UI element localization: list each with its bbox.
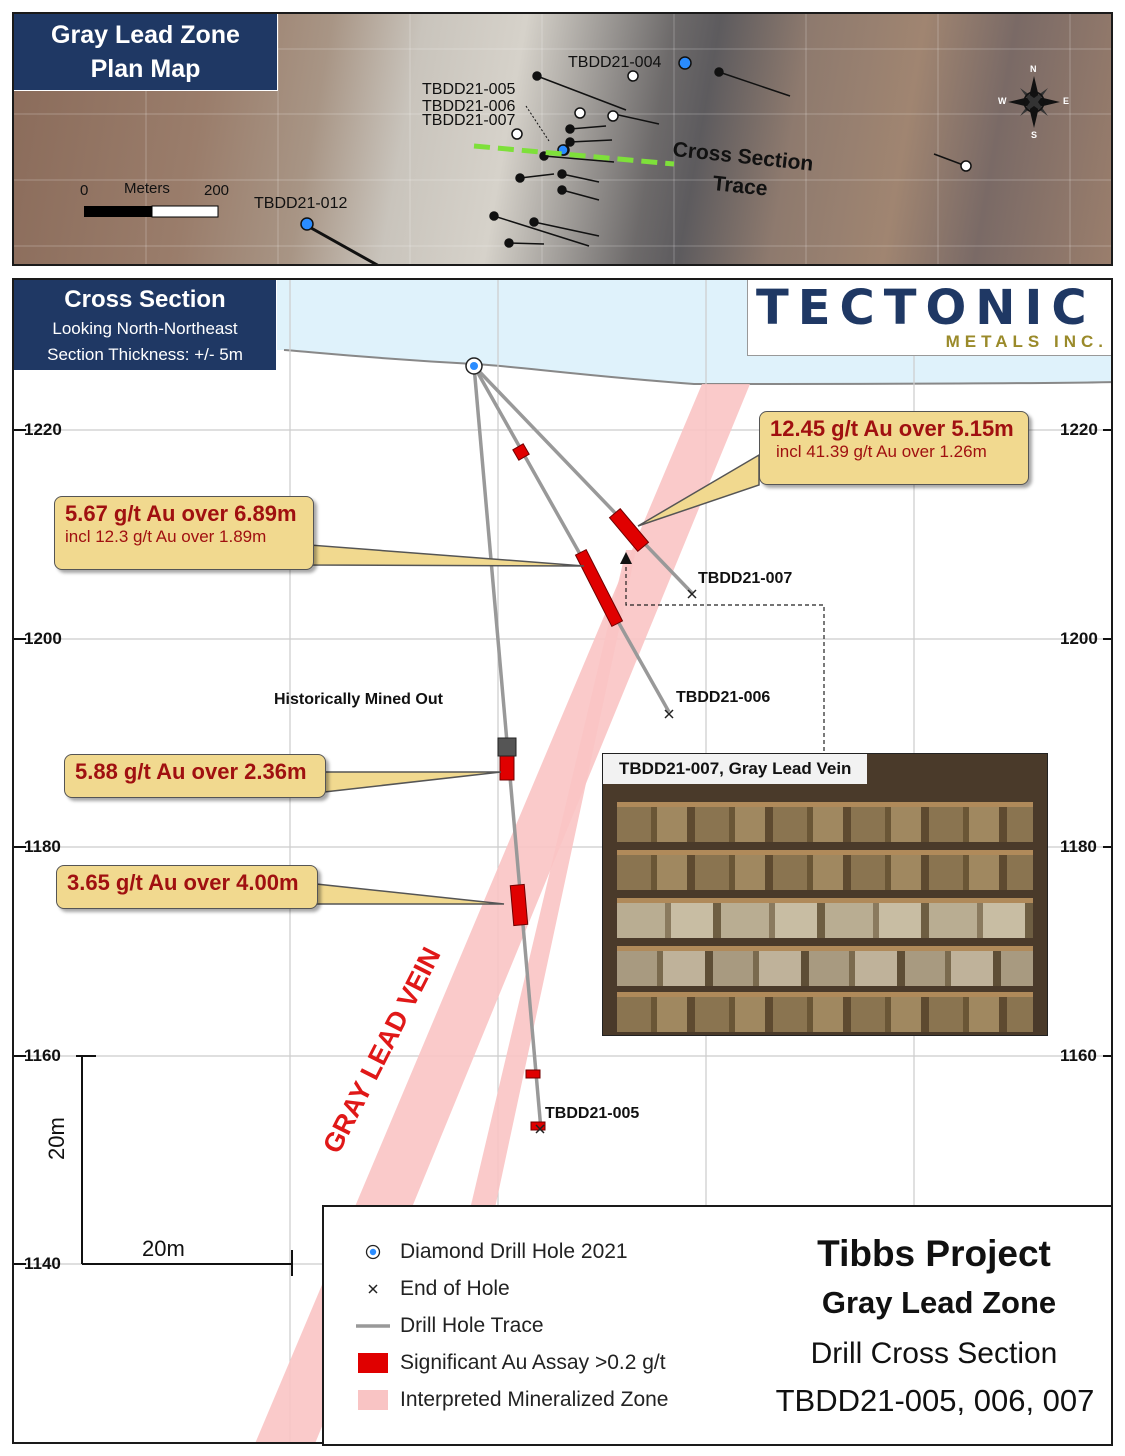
- drill-trace-icon: [354, 1323, 392, 1329]
- scale-zero: 0: [80, 182, 89, 199]
- scale-max: 200: [204, 182, 230, 199]
- zone-icon: [354, 1390, 392, 1410]
- plan-drill-holes: [303, 67, 967, 264]
- legend-item-end-of-hole: End of Hole: [354, 1277, 510, 1301]
- elev-left-1140: 1140: [24, 1254, 61, 1273]
- section-title: Cross Section Looking North-Northeast Se…: [14, 280, 277, 371]
- compass-s: S: [1031, 130, 1038, 140]
- compass-w: W: [998, 96, 1007, 106]
- plan-label-tbdd21-007: TBDD21-007: [422, 112, 516, 129]
- tectonic-logo: TECTONIC METALS INC.: [747, 280, 1111, 356]
- legend-item-assay: Significant Au Assay >0.2 g/t: [354, 1351, 666, 1375]
- mined-out-block: [497, 737, 517, 757]
- scale-vertical-label: 20m: [44, 1117, 69, 1160]
- photo-label: TBDD21-007, Gray Lead Vein: [603, 754, 868, 784]
- legend-item-zone: Interpreted Mineralized Zone: [354, 1388, 668, 1412]
- plan-label-tbdd21-005: TBDD21-005: [422, 81, 516, 98]
- mineralized-zone-main: [255, 384, 750, 1442]
- section-scale-bars: [76, 1055, 293, 1276]
- compass-n: N: [1030, 64, 1037, 74]
- mined-out-label: Historically Mined Out: [274, 691, 443, 708]
- hole-label-tbdd21-006: TBDD21-006: [676, 689, 771, 706]
- elev-right-1160: 1160: [1060, 1046, 1097, 1065]
- callout-12-45: 12.45 g/t Au over 5.15m incl 41.39 g/t A…: [759, 411, 1029, 485]
- plan-map-canvas: [14, 14, 1111, 264]
- drill-hole-icon: [354, 1244, 392, 1260]
- assay-intervals: [499, 443, 650, 1131]
- plan-label-tbdd21-004: TBDD21-004: [568, 54, 662, 71]
- plan-label-tbdd21-006: TBDD21-006: [422, 98, 516, 115]
- compass-icon: [1008, 76, 1060, 128]
- callout-5-88: 5.88 g/t Au over 2.36m: [64, 754, 326, 798]
- elev-right-1220: 1220: [1060, 420, 1098, 439]
- legend: Diamond Drill Hole 2021 End of Hole Dril…: [322, 1205, 1113, 1446]
- cross-section-trace: [473, 143, 675, 167]
- elev-left-1200: 1200: [24, 629, 62, 648]
- compass-e: E: [1063, 96, 1070, 106]
- plan-label-tbdd21-012: TBDD21-012: [254, 195, 348, 212]
- section-type: Drill Cross Section: [810, 1337, 1058, 1370]
- core-photo: TBDD21-007, Gray Lead Vein: [602, 753, 1048, 1036]
- elev-left-1160: 1160: [24, 1046, 61, 1065]
- callout-5-67: 5.67 g/t Au over 6.89m incl 12.3 g/t Au …: [54, 496, 314, 570]
- hole-label-tbdd21-007: TBDD21-007: [698, 570, 793, 587]
- end-of-hole-icon: [354, 1283, 392, 1295]
- hole-label-tbdd21-005: TBDD21-005: [545, 1105, 640, 1122]
- callout-3-65: 3.65 g/t Au over 4.00m: [56, 865, 318, 909]
- section-holes: TBDD21-005, 006, 007: [775, 1383, 1095, 1418]
- elev-left-1220: 1220: [24, 420, 62, 439]
- project-title: Tibbs Project: [817, 1233, 1051, 1274]
- elev-right-1200: 1200: [1060, 629, 1098, 648]
- legend-item-drill-trace: Drill Hole Trace: [354, 1314, 544, 1338]
- scale-horizontal-label: 20m: [142, 1236, 185, 1261]
- scale-unit: Meters: [124, 180, 170, 197]
- end-of-hole-icons: [535, 589, 697, 1134]
- elev-right-1180: 1180: [1060, 837, 1097, 856]
- zone-title: Gray Lead Zone: [821, 1285, 1057, 1320]
- plan-map-title: Gray Lead Zone Plan Map: [14, 14, 278, 91]
- plan-map: Gray Lead Zone Plan Map 0 Meters 200 TBD…: [12, 12, 1113, 266]
- assay-icon: [354, 1353, 392, 1373]
- legend-item-drill-hole: Diamond Drill Hole 2021: [354, 1240, 628, 1264]
- elev-left-1180: 1180: [24, 837, 61, 856]
